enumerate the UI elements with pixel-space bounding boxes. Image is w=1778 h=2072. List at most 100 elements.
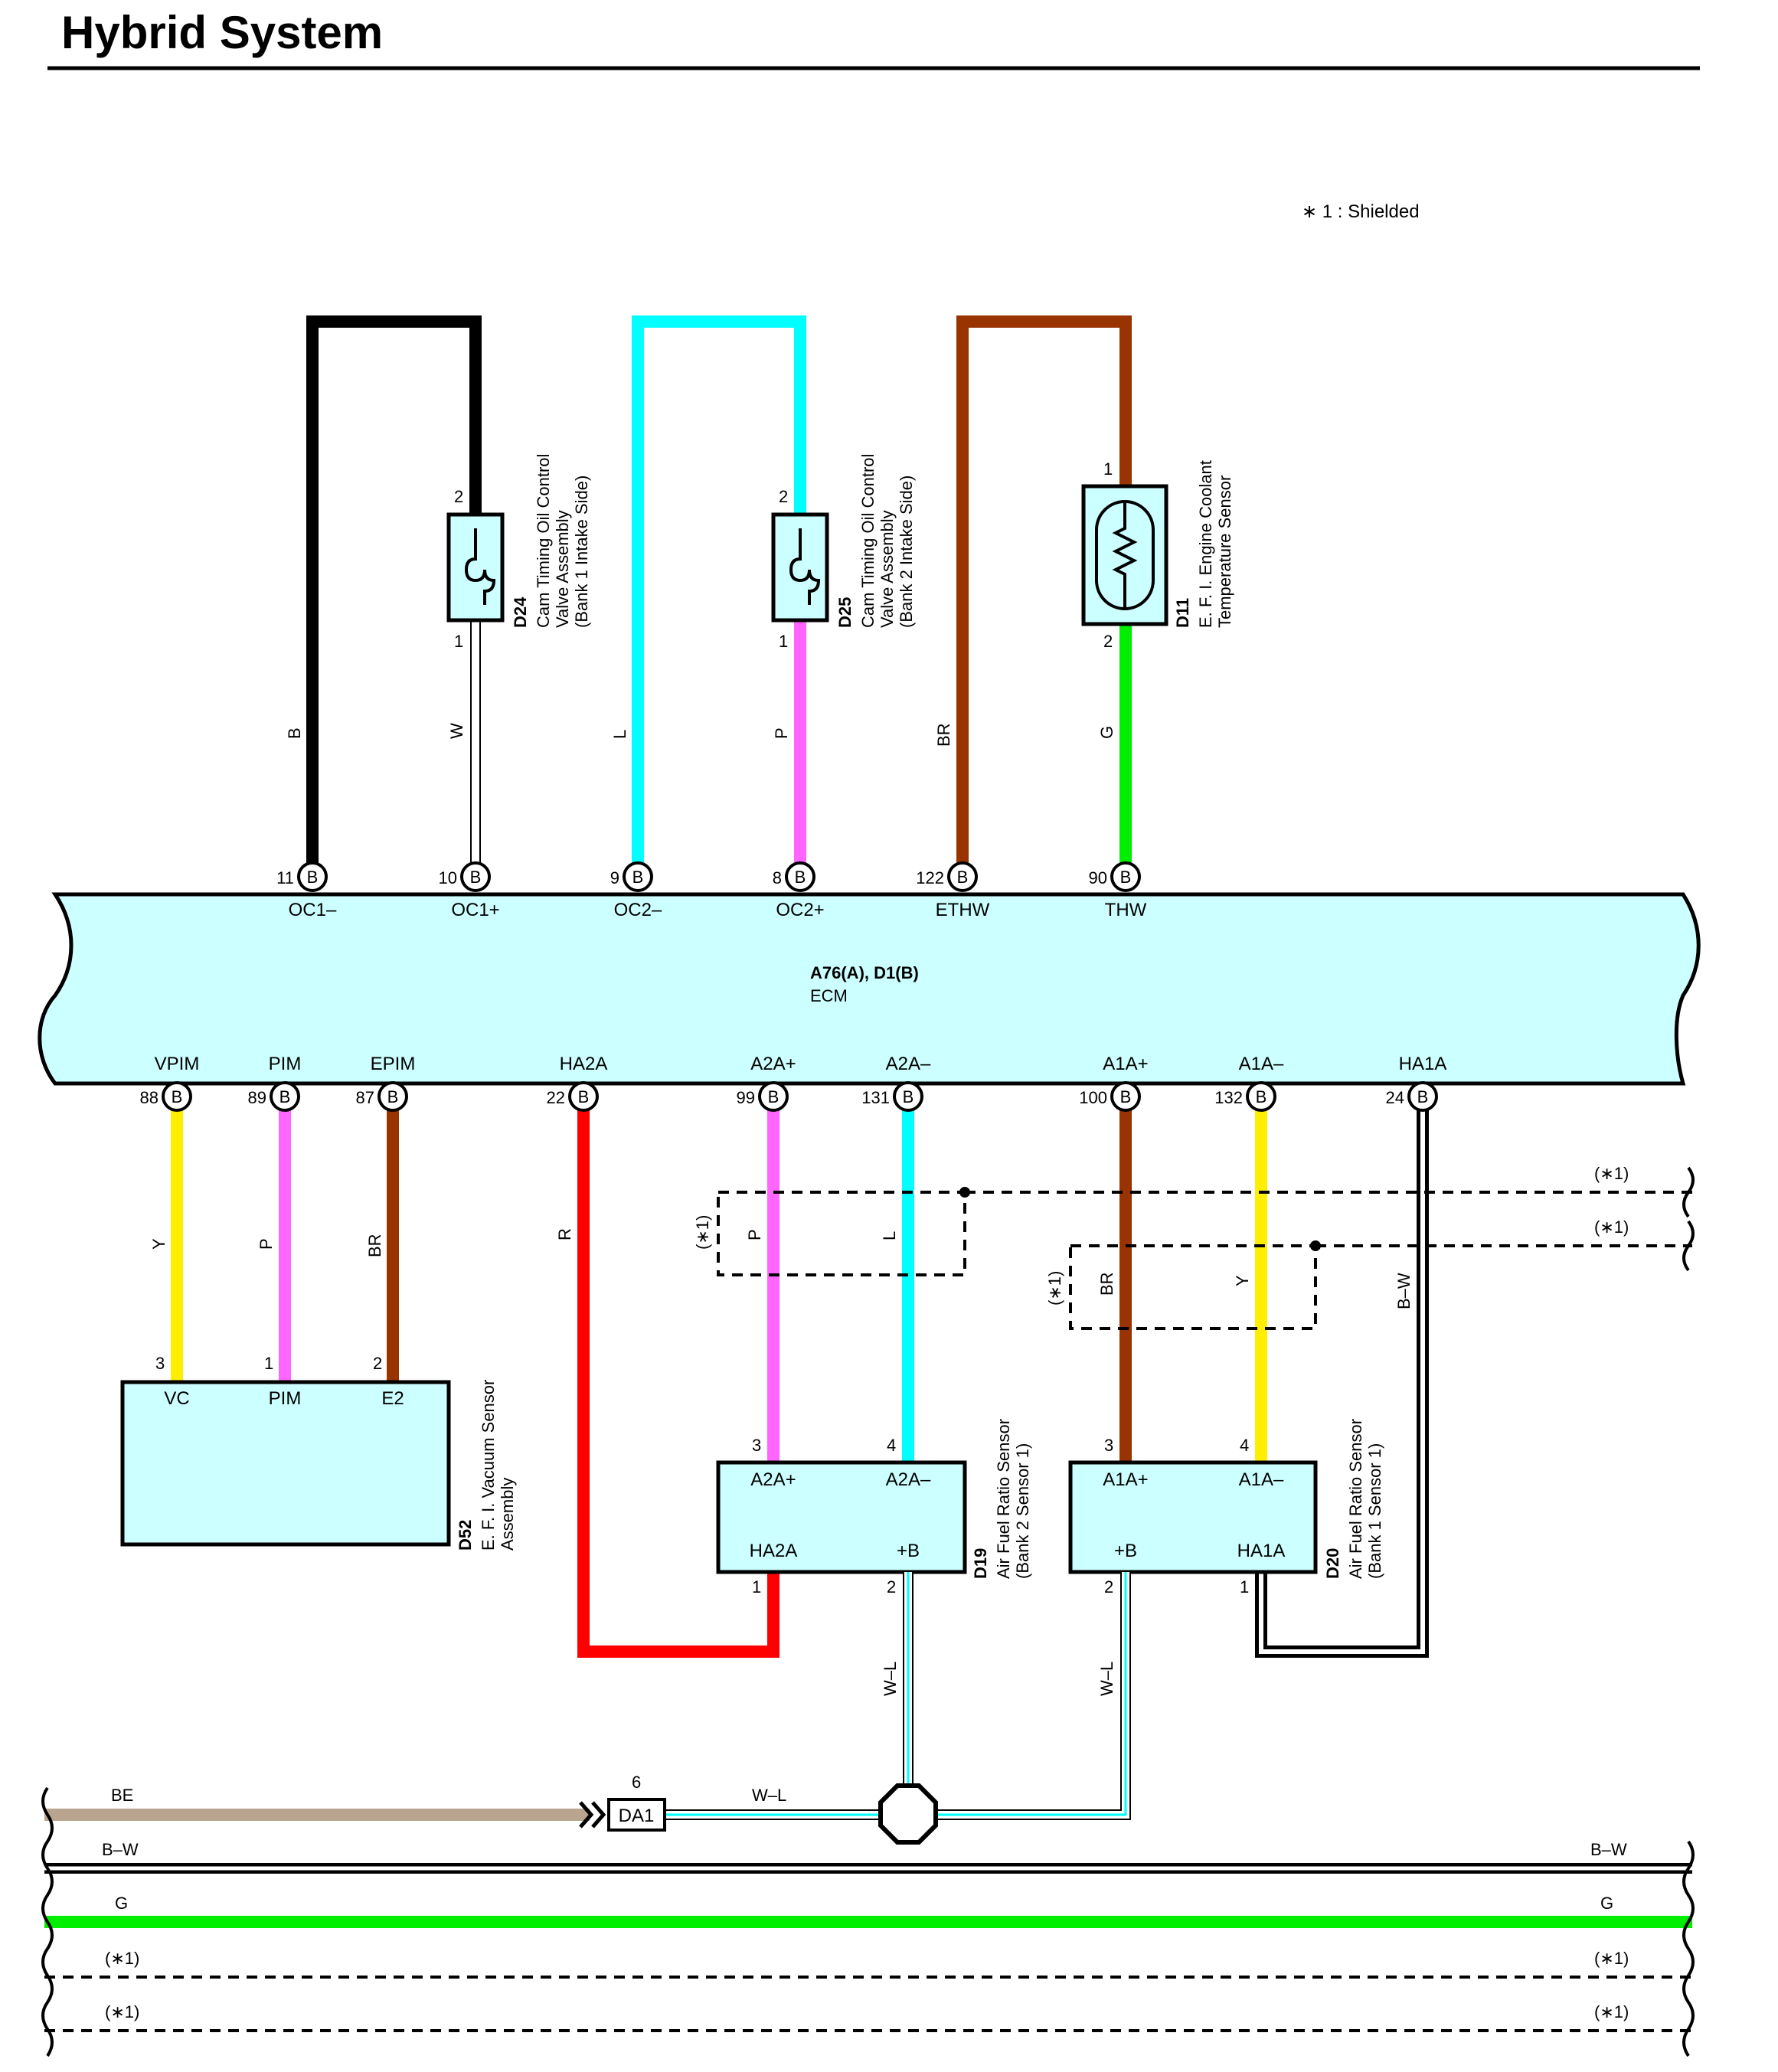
bottom-wire-labels: Y P BR R P L BR Y B–W: [149, 1228, 1414, 1309]
wire-label: P: [745, 1229, 764, 1240]
pin-conn: B: [795, 868, 806, 887]
pin-number: 88: [140, 1088, 159, 1107]
pin-number: 99: [737, 1088, 755, 1107]
wire-label: W–L: [1097, 1662, 1116, 1696]
d24-pin-top: 2: [454, 487, 463, 506]
d52-sensor-body: [120, 1380, 451, 1547]
wire-label: W–L: [881, 1662, 900, 1696]
pin-circle-ha1a: [1407, 1081, 1438, 1112]
pin-name: ETHW: [936, 900, 990, 920]
wire-label: W–L: [752, 1786, 786, 1805]
d19-pin-num: 2: [887, 1577, 896, 1596]
pin-circle-oc2-minus: [623, 861, 653, 892]
bus-label-left: (∗1): [105, 2002, 139, 2021]
d11-line1: E. F. I. Engine Coolant: [1196, 460, 1215, 628]
pin-name: VPIM: [155, 1054, 200, 1074]
d25-pin-top: 2: [779, 487, 788, 506]
wire-label: BR: [1097, 1272, 1116, 1296]
shield-box-d20: [1069, 1244, 1317, 1330]
bus-label-right: (∗1): [1594, 2002, 1629, 2021]
d20-code: D20: [1323, 1548, 1342, 1579]
pin-number: 87: [356, 1088, 374, 1107]
wire-b-oc1-minus: [306, 315, 482, 877]
d20-pin-name: HA1A: [1237, 1541, 1286, 1561]
d25-code: D25: [835, 597, 855, 628]
d52-pin-name: E2: [381, 1388, 404, 1409]
wire-label: W: [447, 723, 466, 739]
pin-conn: B: [387, 1087, 399, 1106]
d52-line1: E. F. I. Vacuum Sensor: [479, 1380, 498, 1551]
wire-label: B–W: [1394, 1273, 1414, 1309]
da1-connector: [607, 1798, 666, 1832]
pin-number: 122: [916, 868, 944, 887]
pin-conn: B: [1417, 1087, 1429, 1106]
pin-circle-a2a-plus: [758, 1081, 789, 1112]
d52-pin-name: VC: [164, 1388, 189, 1409]
wire-label: BR: [934, 723, 953, 747]
pin-conn: B: [279, 1087, 291, 1106]
pin-circle-oc1-plus: [460, 861, 491, 892]
pin-circle-epim: [377, 1081, 408, 1112]
d20-pin-name: +B: [1114, 1541, 1137, 1561]
pin-name: OC1–: [289, 900, 337, 920]
bus-label-left: (∗1): [105, 1949, 139, 1968]
ecm-bottom-pin-circles: [162, 1081, 1438, 1112]
d19-pin-name: A2A–: [886, 1469, 931, 1490]
wire-br-ethw: [956, 315, 1132, 877]
splice-junction: [878, 1783, 938, 1845]
shield-label: (∗1): [1594, 1164, 1629, 1183]
pin-conn: B: [1256, 1087, 1267, 1106]
d25-pin-bottom: 1: [779, 632, 788, 651]
pin-name: HA1A: [1399, 1054, 1447, 1074]
wire-label: Y: [1233, 1275, 1252, 1286]
ecm-top-pin-circles: [297, 861, 1141, 892]
d24-valve-body: [446, 512, 505, 623]
pin-circle-thw: [1110, 861, 1141, 892]
da1-pin: 6: [632, 1773, 641, 1792]
pin-conn: B: [470, 868, 482, 887]
d25-line2: Valve Assembly: [878, 510, 897, 628]
pin-name: OC2–: [614, 900, 662, 920]
d24-code: D24: [511, 596, 530, 628]
top-wire-labels: B W L P BR G: [285, 723, 1116, 747]
d11-pin-top: 1: [1103, 459, 1113, 479]
da1-code: DA1: [619, 1806, 655, 1826]
d19-code: D19: [971, 1548, 990, 1579]
shield-label: (∗1): [693, 1215, 712, 1250]
pin-name: HA2A: [560, 1054, 608, 1074]
pin-conn: B: [172, 1087, 183, 1106]
pin-circle-a2a-minus: [893, 1081, 923, 1112]
pin-number: 10: [439, 868, 457, 887]
wire-label: L: [610, 730, 629, 739]
d20-pin-num: 3: [1104, 1436, 1113, 1455]
wire-wl-d20-stripe: [933, 1572, 1127, 1816]
d20-sensor-body: [1068, 1460, 1318, 1574]
d52-pin-num: 1: [264, 1354, 273, 1373]
ecm-name: ECM: [810, 986, 848, 1005]
da1-arrow-icon: [579, 1801, 606, 1829]
d19-pin-num: 4: [887, 1436, 896, 1455]
wire-l-oc2-minus: [632, 315, 806, 877]
bus-label-left: BE: [111, 1786, 133, 1805]
d20-line2: (Bank 1 Sensor 1): [1365, 1443, 1384, 1579]
shield-junction-1: [959, 1187, 970, 1198]
wire-r-ha2a: [577, 1096, 780, 1658]
d11-code: D11: [1173, 598, 1192, 628]
pin-name: A1A+: [1103, 1054, 1148, 1074]
pin-conn: B: [307, 868, 319, 887]
pin-conn: B: [903, 1087, 914, 1106]
page-title: Hybrid System: [61, 7, 384, 58]
wire-label: P: [772, 727, 791, 739]
pin-conn: B: [1120, 868, 1132, 887]
bus-break-left: [41, 1786, 54, 2057]
pin-number: 90: [1089, 868, 1107, 887]
d19-pin-num: 1: [752, 1577, 761, 1596]
d24-line3: (Bank 1 Intake Side): [572, 476, 591, 628]
bus-label-right: (∗1): [1594, 1949, 1629, 1968]
pin-number: 24: [1386, 1088, 1404, 1107]
pin-conn: B: [578, 1087, 590, 1106]
d24-pin-bottom: 1: [454, 632, 463, 651]
d20-pin-num: 1: [1240, 1577, 1249, 1596]
d11-resistor-icon: [1112, 502, 1138, 609]
bus-label-right: B–W: [1590, 1840, 1627, 1859]
